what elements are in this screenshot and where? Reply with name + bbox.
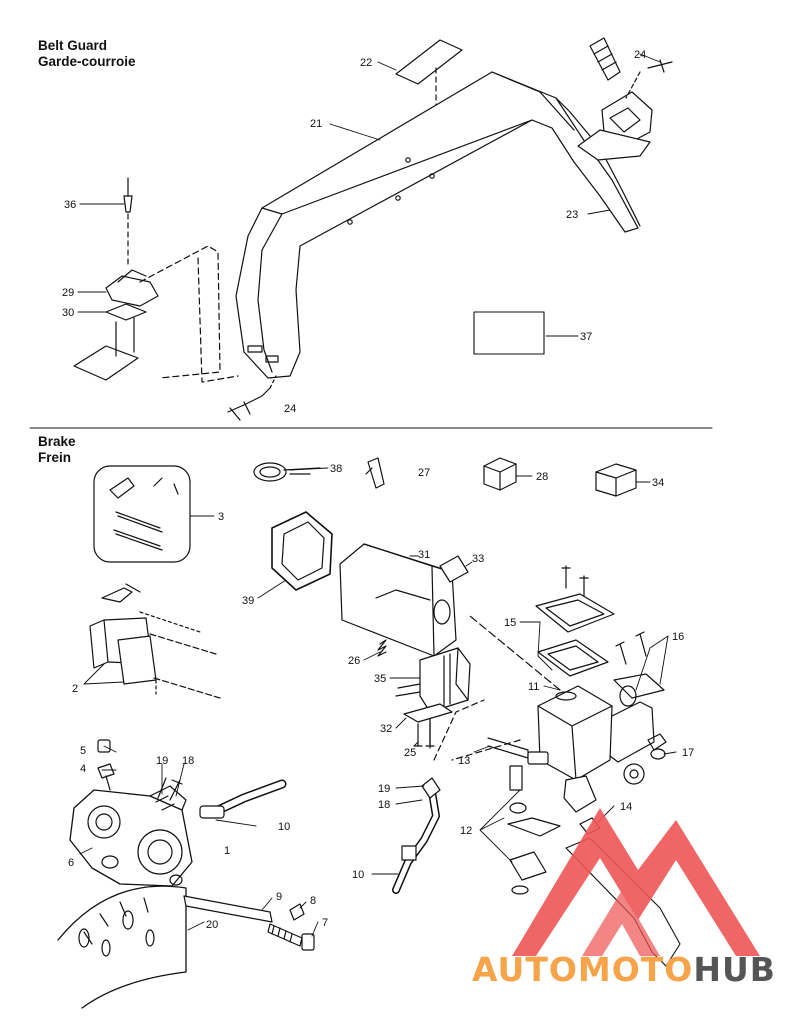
- callout-23: 23: [566, 209, 578, 221]
- callout-19-right: 19: [378, 783, 390, 795]
- part-screws-25: [413, 721, 435, 747]
- callout-8: 8: [310, 895, 316, 907]
- dashed-assembly-lines: [139, 245, 221, 379]
- callout-24-top: 24: [634, 49, 646, 61]
- callout-20: 20: [206, 919, 218, 931]
- watermark-brand-part2: HUB: [693, 950, 776, 989]
- part-plate-30: [73, 303, 147, 381]
- part-bracket-32: [403, 703, 453, 723]
- part-decal-22: [395, 39, 463, 85]
- part-rod-13: [487, 737, 549, 765]
- callout-13: 13: [458, 755, 470, 767]
- callout-14: 14: [620, 801, 632, 813]
- callout-38: 38: [330, 463, 342, 475]
- callout-30: 30: [62, 307, 74, 319]
- part-caliper-1: [69, 785, 193, 887]
- belt-guard-title-fr: Garde-courroie: [38, 54, 136, 69]
- part-clamp-16: [613, 631, 665, 707]
- callout-36: 36: [64, 199, 76, 211]
- part-band-39: [271, 511, 333, 591]
- part-cable-tie-38: [253, 462, 321, 482]
- part-master-cylinder-11: [451, 615, 655, 813]
- part-connector-34: [595, 463, 637, 497]
- callout-21: 21: [310, 118, 322, 130]
- callout-1: 1: [224, 845, 230, 857]
- callout-6: 6: [68, 857, 74, 869]
- part-connector-28: [483, 457, 517, 491]
- callout-33: 33: [472, 553, 484, 565]
- callout-35: 35: [374, 673, 386, 685]
- brake-title-en: Brake: [38, 434, 76, 449]
- part-box-37: [473, 311, 545, 355]
- part-hose-10-left: [392, 699, 485, 894]
- callout-16: 16: [672, 631, 684, 643]
- part-kit-3: [93, 465, 191, 563]
- callout-24-bottom: 24: [284, 403, 296, 415]
- watermark-logo-icon: [512, 808, 760, 956]
- callout-27: 27: [418, 467, 430, 479]
- part-bleeder-4: [97, 763, 115, 791]
- part-spring-24-top: [589, 37, 673, 99]
- part-disc-20: [57, 885, 187, 1009]
- belt-guard-title: Belt Guard Garde-courroie: [38, 38, 136, 70]
- watermark-brand-part1: AUTOMOTO: [472, 950, 694, 989]
- part-clip-29: [105, 269, 159, 307]
- callout-12: 12: [460, 825, 472, 837]
- callout-29: 29: [62, 287, 74, 299]
- part-fastener-24-bottom: [227, 375, 277, 421]
- part-decal-33: [439, 555, 469, 583]
- callout-19-left: 19: [156, 755, 168, 767]
- callout-32: 32: [380, 723, 392, 735]
- callout-31: 31: [418, 549, 430, 561]
- part-pin-9: [183, 895, 273, 923]
- callout-3: 3: [218, 511, 224, 523]
- callout-28: 28: [536, 471, 548, 483]
- part-bracket-23: [577, 91, 653, 161]
- callout-39: 39: [242, 595, 254, 607]
- callout-22: 22: [360, 57, 372, 69]
- part-cap-17: [623, 733, 667, 785]
- part-brackets-2: [89, 583, 221, 699]
- callout-18-right: 18: [378, 799, 390, 811]
- callout-10-right: 10: [278, 821, 290, 833]
- callout-34: 34: [652, 477, 664, 489]
- brake-title: Brake Frein: [38, 434, 76, 466]
- callout-25: 25: [404, 747, 416, 759]
- callout-2: 2: [72, 683, 78, 695]
- part-rivet-36: [123, 177, 133, 269]
- callout-15: 15: [504, 617, 516, 629]
- callout-7: 7: [322, 917, 328, 929]
- callout-26: 26: [348, 655, 360, 667]
- part-clip-27: [365, 457, 385, 489]
- part-reservoir-lid-15: [535, 565, 615, 677]
- brake-title-fr: Frein: [38, 450, 72, 465]
- part-switch-35: [395, 647, 471, 749]
- callout-10-left: 10: [352, 869, 364, 881]
- belt-guard-title-en: Belt Guard: [38, 38, 108, 53]
- callout-18-left: 18: [182, 755, 194, 767]
- callout-9: 9: [276, 891, 282, 903]
- callout-4: 4: [80, 763, 86, 775]
- part-hose-10-right: [199, 779, 287, 819]
- callout-11: 11: [528, 681, 539, 693]
- callout-37: 37: [580, 331, 592, 343]
- watermark-brand-text: AUTOMOTOHUB: [472, 950, 776, 990]
- part-spring-26: [377, 639, 387, 657]
- part-bolt-7: [267, 923, 315, 951]
- part-housing-31: [339, 543, 457, 657]
- part-lever-12: [507, 765, 561, 895]
- callout-17: 17: [682, 747, 694, 759]
- callout-5: 5: [80, 745, 86, 757]
